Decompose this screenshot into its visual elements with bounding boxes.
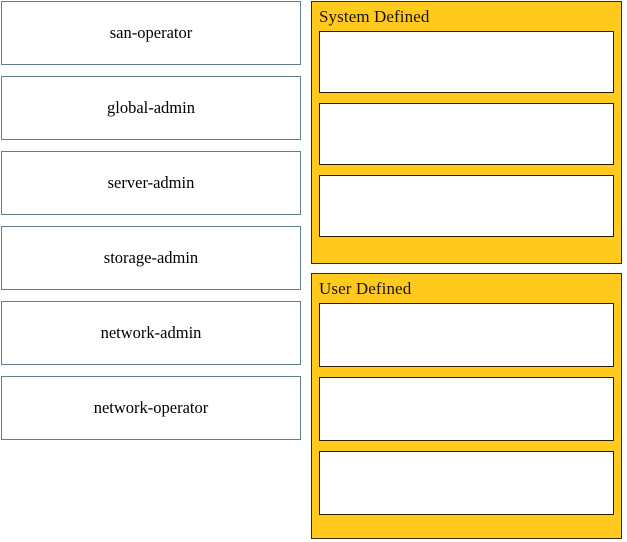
- role-box-server-admin[interactable]: server-admin: [1, 151, 301, 215]
- user-defined-title: User Defined: [319, 279, 412, 298]
- role-box-label: global-admin: [107, 97, 195, 117]
- user-defined-slot-list: [312, 303, 621, 515]
- role-list: san-operator global-admin server-admin s…: [1, 1, 301, 541]
- role-box-network-operator[interactable]: network-operator: [1, 376, 301, 440]
- role-box-label: network-admin: [100, 322, 202, 342]
- role-box-label: network-operator: [93, 397, 209, 417]
- role-box-label: san-operator: [109, 22, 193, 42]
- role-box-label: server-admin: [107, 172, 195, 192]
- system-defined-slot-list: [312, 31, 621, 237]
- drop-slot[interactable]: [319, 451, 614, 515]
- drop-slot[interactable]: [319, 303, 614, 367]
- user-defined-panel: User Defined: [311, 273, 622, 539]
- drop-slot[interactable]: [319, 31, 614, 93]
- role-box-label: storage-admin: [103, 247, 199, 267]
- drop-slot[interactable]: [319, 103, 614, 165]
- role-box-global-admin[interactable]: global-admin: [1, 76, 301, 140]
- role-box-storage-admin[interactable]: storage-admin: [1, 226, 301, 290]
- drop-slot[interactable]: [319, 175, 614, 237]
- system-defined-title: System Defined: [319, 7, 430, 26]
- system-defined-panel: System Defined: [311, 1, 622, 264]
- role-box-network-admin[interactable]: network-admin: [1, 301, 301, 365]
- role-box-san-operator[interactable]: san-operator: [1, 1, 301, 65]
- drop-slot[interactable]: [319, 377, 614, 441]
